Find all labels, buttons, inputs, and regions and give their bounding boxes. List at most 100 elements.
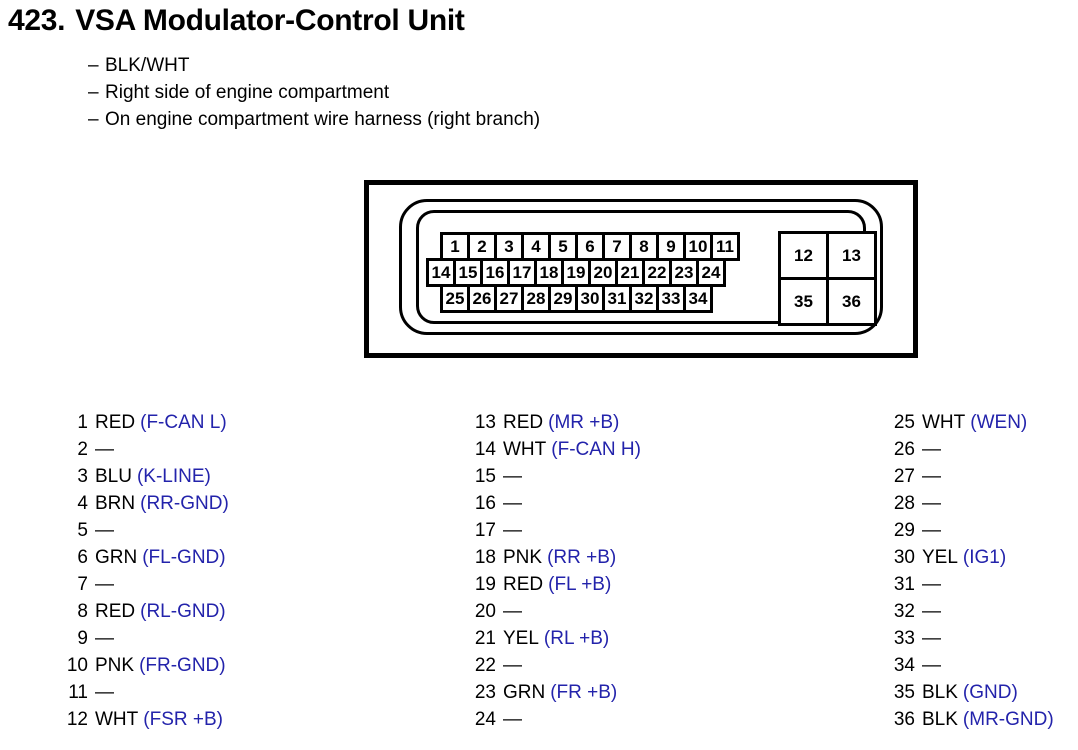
pin-entry-wire-color: GRN <box>503 682 546 703</box>
pin-entry-unused-marker: — <box>922 520 941 541</box>
connector-pin-4: 4 <box>521 232 551 261</box>
spec-dash-icon: – <box>88 82 99 103</box>
pin-entry-signal: (WEN) <box>970 412 1028 433</box>
pin-entry-16: 16— <box>470 490 641 517</box>
pin-entry-number: 18 <box>474 547 496 568</box>
pin-entry-signal: (RL +B) <box>543 628 610 649</box>
pin-entry-signal: (GND) <box>962 682 1018 703</box>
connector-pin-14: 14 <box>426 258 456 287</box>
pin-entry-signal: (F-CAN L) <box>140 412 227 433</box>
pin-entry-number: 21 <box>474 628 496 649</box>
connector-pin-35: 35 <box>778 277 829 326</box>
pin-entry-number: 11 <box>68 682 88 703</box>
pin-entry-number: 15 <box>474 466 496 487</box>
pin-entry-signal: (MR-GND) <box>962 709 1054 730</box>
pin-entry-32: 32— <box>889 598 1054 625</box>
spec-line: –Right side of engine compartment <box>88 79 540 106</box>
connector-pin-11: 11 <box>710 232 740 261</box>
pin-entry-22: 22— <box>470 652 641 679</box>
pin-entry-signal: (FL +B) <box>548 574 612 595</box>
pin-entry-number: 26 <box>893 439 915 460</box>
pin-entry-number: 2 <box>77 439 88 460</box>
pin-entry-6: 6 GRN(FL-GND) <box>62 544 229 571</box>
pin-entry-number: 3 <box>77 466 88 487</box>
connector-pin-18: 18 <box>534 258 564 287</box>
page-title-text: VSA Modulator-Control Unit <box>75 4 465 37</box>
connector-pin-3: 3 <box>494 232 524 261</box>
pin-entry-number: 5 <box>77 520 88 541</box>
pin-entry-signal: (MR +B) <box>548 412 620 433</box>
connector-pin-9: 9 <box>656 232 686 261</box>
pin-entry-signal: (FR-GND) <box>139 655 226 676</box>
connector-pin-31: 31 <box>602 284 632 313</box>
pin-entry-33: 33— <box>889 625 1054 652</box>
pin-entry-wire-color: BRN <box>95 493 136 514</box>
pin-entry-15: 15— <box>470 463 641 490</box>
connector-pin-10: 10 <box>683 232 713 261</box>
pin-entry-29: 29— <box>889 517 1054 544</box>
connector-pin-12: 12 <box>778 231 829 280</box>
pin-entry-signal: (FSR +B) <box>143 709 223 730</box>
connector-pin-8: 8 <box>629 232 659 261</box>
pin-entry-number: 35 <box>893 682 915 703</box>
pin-entry-wire-color: GRN <box>95 547 138 568</box>
pin-entry-unused-marker: — <box>95 628 114 649</box>
connector-pin-15: 15 <box>453 258 483 287</box>
spec-line: –On engine compartment wire harness (rig… <box>88 106 540 133</box>
connector-pin-1: 1 <box>440 232 470 261</box>
connector-pin-23: 23 <box>669 258 699 287</box>
pin-entry-number: 8 <box>77 601 88 622</box>
pin-entry-number: 28 <box>893 493 915 514</box>
pin-entry-wire-color: YEL <box>922 547 958 568</box>
connector-pin-33: 33 <box>656 284 686 313</box>
pin-entry-signal: (F-CAN H) <box>551 439 641 460</box>
connector-pin-36: 36 <box>826 277 877 326</box>
pin-entry-unused-marker: — <box>503 655 522 676</box>
connector-pin-25: 25 <box>440 284 470 313</box>
pin-entry-unused-marker: — <box>922 439 941 460</box>
pin-entry-number: 31 <box>893 574 915 595</box>
pin-entry-5: 5— <box>62 517 229 544</box>
pin-entry-24: 24— <box>470 706 641 733</box>
connector-pin-28: 28 <box>521 284 551 313</box>
pin-entry-wire-color: BLU <box>95 466 132 487</box>
connector-pin-30: 30 <box>575 284 605 313</box>
pin-entry-3: 3 BLU(K-LINE) <box>62 463 229 490</box>
connector-pin-29: 29 <box>548 284 578 313</box>
pin-entry-number: 12 <box>66 709 88 730</box>
spec-dash-icon: – <box>88 55 99 76</box>
pin-entry-unused-marker: — <box>922 574 941 595</box>
pin-entry-wire-color: PNK <box>503 547 543 568</box>
connector-pin-34: 34 <box>683 284 713 313</box>
pin-entry-signal: (FL-GND) <box>142 547 226 568</box>
pin-entry-wire-color: WHT <box>503 439 547 460</box>
pin-entry-signal: (FR +B) <box>550 682 618 703</box>
pin-entry-unused-marker: — <box>922 493 941 514</box>
pin-entry-number: 23 <box>474 682 496 703</box>
pin-entry-number: 4 <box>77 493 88 514</box>
pin-entry-number: 32 <box>893 601 915 622</box>
pin-entry-signal: (IG1) <box>962 547 1007 568</box>
pin-entry-signal: (RL-GND) <box>140 601 226 622</box>
spec-dash-icon: – <box>88 109 99 130</box>
pin-entry-unused-marker: — <box>95 439 114 460</box>
spec-list: –BLK/WHT–Right side of engine compartmen… <box>88 52 540 133</box>
pin-entry-number: 9 <box>77 628 88 649</box>
pin-entry-number: 6 <box>77 547 88 568</box>
pin-entry-signal: (K-LINE) <box>136 466 211 487</box>
pin-entry-wire-color: BLK <box>922 709 958 730</box>
connector-pin-16: 16 <box>480 258 510 287</box>
pin-entry-number: 7 <box>77 574 88 595</box>
